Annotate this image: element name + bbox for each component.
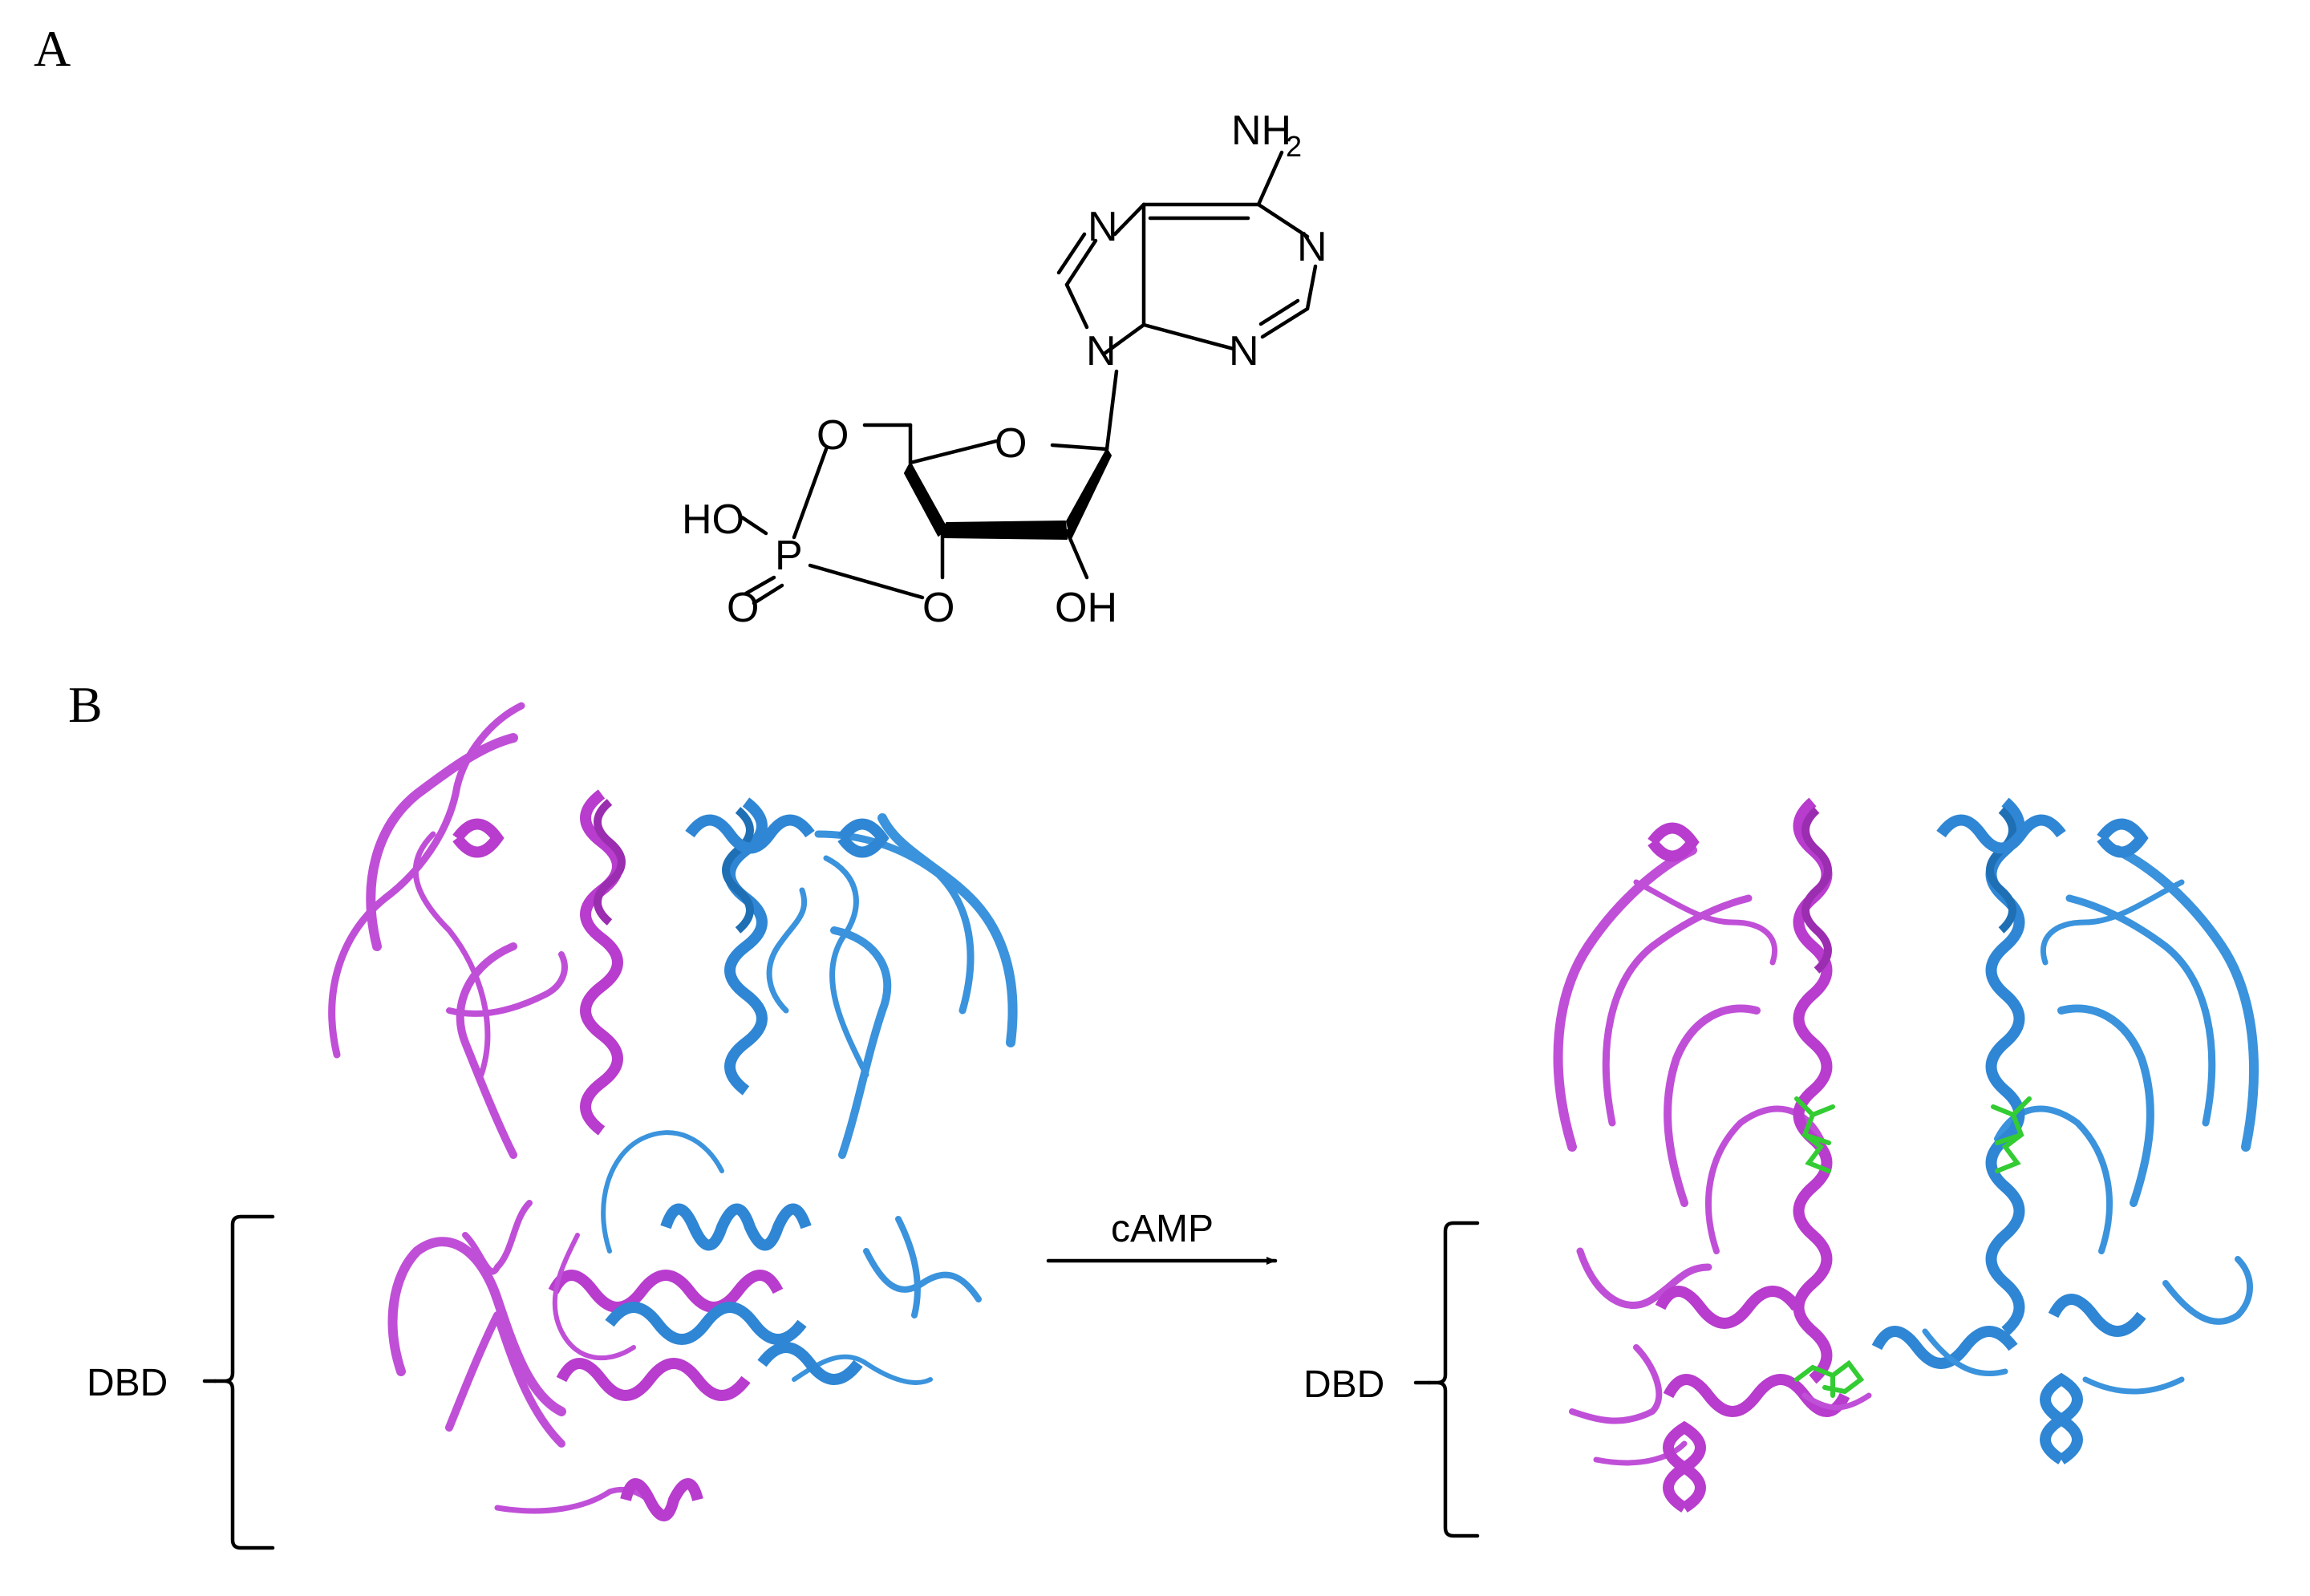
atom-oh-2prime: OH	[1055, 585, 1117, 631]
atom-n9: N	[1086, 328, 1116, 375]
apo-chain-a	[328, 702, 784, 1521]
panel-a-label: A	[34, 20, 71, 77]
atom-nh2: NH	[1231, 107, 1291, 154]
left-dbd-label: DBD	[87, 1362, 168, 1404]
phosphate-bonds	[740, 447, 925, 606]
transition-arrow: cAMP	[1046, 1208, 1278, 1265]
atom-ho-phosphate: HO	[682, 496, 744, 543]
purine-bonds	[1056, 150, 1318, 452]
left-dbd-bracket: DBD	[87, 1214, 275, 1550]
atom-n-imidazole-top: N	[1088, 204, 1118, 250]
atom-o-5prime: O	[817, 412, 849, 459]
camp-structure: NH 2 N N N N O O O HO P O OH	[682, 107, 1327, 631]
atom-o-double: O	[727, 585, 759, 631]
protein-camp-bound-structure	[1553, 797, 2259, 1513]
wedge-bond-1prime	[1066, 448, 1112, 540]
camp-ligands	[1794, 1096, 2032, 1398]
wedge-bond-4prime	[904, 462, 947, 537]
right-dbd-bracket: DBD	[1303, 1221, 1480, 1538]
atom-n-pyrimidine-bottom: N	[1229, 328, 1259, 375]
ribose-bonds	[862, 423, 1112, 580]
atom-n-pyrimidine-top: N	[1297, 224, 1327, 270]
atom-o-3prime: O	[922, 585, 954, 631]
atom-nh2-subscript: 2	[1286, 130, 1302, 163]
apo-chain-b	[601, 797, 1018, 1385]
protein-apo-structure	[328, 702, 1018, 1521]
bound-chain-b	[1871, 797, 2259, 1464]
panel-b-label: B	[68, 676, 103, 733]
right-dbd-label: DBD	[1303, 1363, 1384, 1406]
atom-p: P	[775, 533, 803, 579]
bound-chain-a	[1553, 797, 1872, 1513]
wedge-bond-3prime-2prime	[942, 521, 1068, 540]
atom-o-ring: O	[995, 420, 1027, 467]
arrow-label: cAMP	[1111, 1208, 1214, 1250]
